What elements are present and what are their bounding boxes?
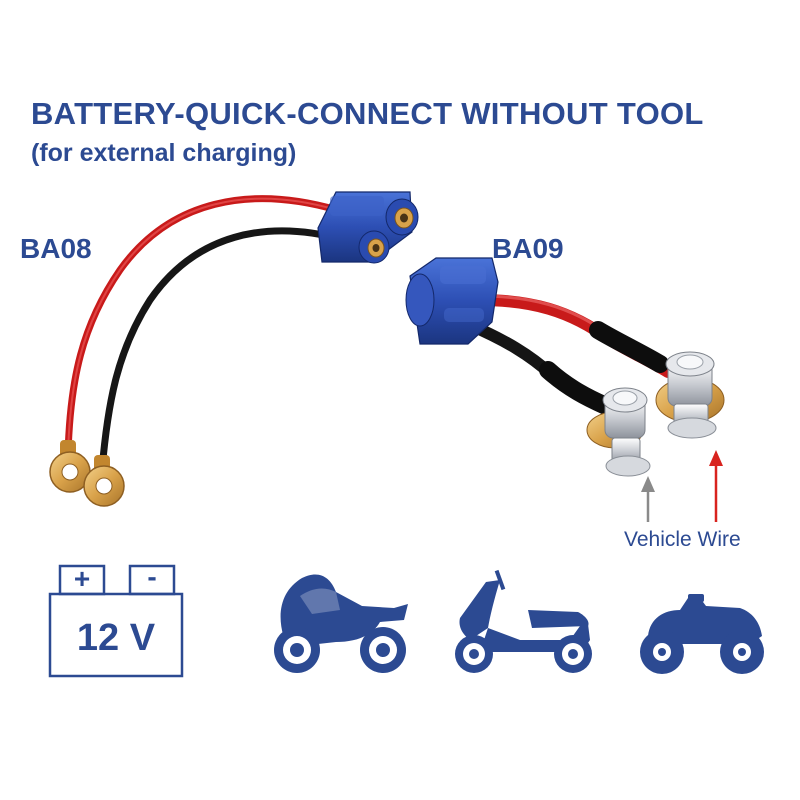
scooter-icon	[455, 569, 592, 673]
motorcycle-icon	[274, 574, 408, 673]
ba08-ring-terminal-red	[49, 440, 91, 493]
product-label-ba09: BA09	[492, 233, 564, 264]
battery-plus-symbol: +	[73, 563, 91, 594]
ba08-connector	[317, 191, 419, 264]
ba08-ring-terminal-black	[83, 455, 125, 507]
ba08-black-wire	[98, 227, 349, 474]
battery-voltage-label: 12 V	[76, 617, 156, 659]
quad-atv-icon	[640, 594, 764, 674]
page-title: BATTERY-QUICK-CONNECT WITHOUT TOOL	[31, 96, 704, 131]
ba09-terminal-red	[655, 351, 725, 439]
ba09-terminal-black	[586, 387, 651, 477]
battery-minus-symbol: -	[147, 561, 157, 592]
product-label-ba08: BA08	[20, 233, 92, 264]
ba08-cable	[49, 191, 419, 507]
ba09-connector	[405, 257, 499, 345]
vehicle-wire-label: Vehicle Wire	[624, 528, 741, 551]
battery-icon	[48, 564, 184, 678]
red-arrow-icon	[709, 450, 723, 522]
grey-arrow-icon	[641, 476, 655, 522]
ba09-cable	[405, 257, 725, 477]
page-subtitle: (for external charging)	[31, 139, 297, 167]
